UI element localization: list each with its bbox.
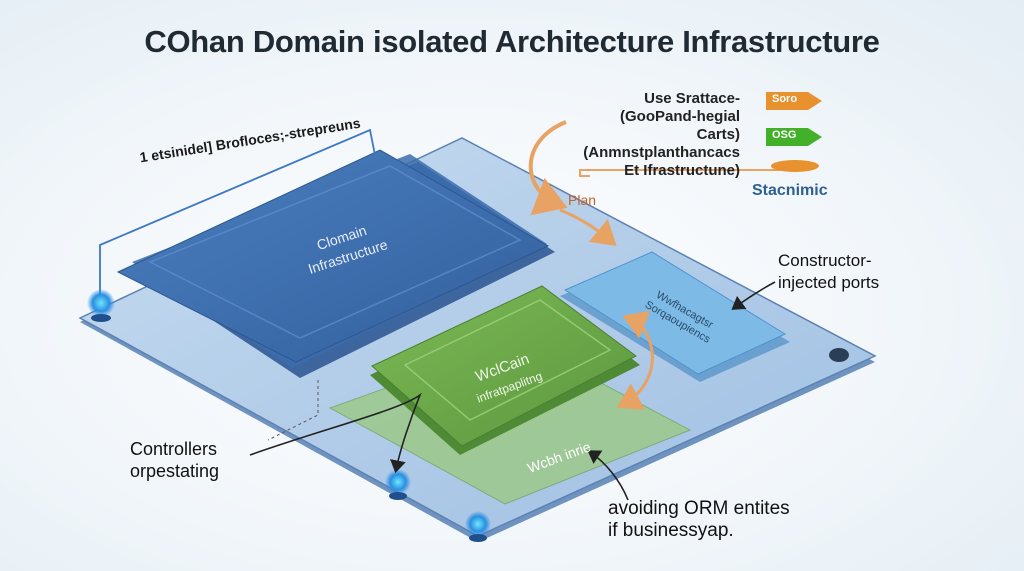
stacnimic-label: Stacnimic	[752, 182, 828, 199]
avoiding-line: if businessyap.	[608, 520, 734, 541]
constructor-line: injected ports	[778, 273, 880, 292]
controllers-label: Controllers orpestating	[130, 438, 219, 482]
glow-node	[385, 469, 411, 500]
glow-node	[465, 511, 491, 542]
pointer-arrow	[731, 281, 776, 310]
controllers-line: orpestating	[130, 461, 220, 481]
avoiding-line: avoiding ORM entites	[608, 498, 790, 519]
glow-node	[87, 289, 115, 322]
connector-dashed	[267, 380, 319, 441]
note-line: (GooPand-hegial Carts)	[620, 108, 740, 143]
page-title: COhan Domain isolated Architecture Infra…	[144, 24, 880, 59]
constructor-line: Constructor-	[778, 251, 872, 270]
badge-orange-label: Soro	[772, 93, 798, 105]
pointer-arrow	[249, 392, 422, 474]
top-right-notes: Use Srattace- (GooPand-hegial Carts) (An…	[580, 90, 740, 180]
domain-layer-stack	[116, 149, 555, 378]
avoiding-label: avoiding ORM entites if businessyap.	[608, 498, 790, 542]
orange-arrow	[622, 310, 651, 339]
orange-arrow	[528, 120, 568, 216]
orange-line	[579, 169, 790, 177]
connector-line	[99, 128, 376, 300]
ports-panel	[560, 251, 790, 382]
note-line: (Anmnstplanthancacs	[583, 144, 740, 161]
plan-label: Plan	[568, 192, 596, 208]
orange-arrow	[559, 208, 617, 246]
note-line: Use Srattace-	[644, 90, 740, 107]
pointer-arrow	[587, 450, 629, 501]
corner-screw	[829, 348, 849, 362]
note-line: Et Ifrastructune)	[624, 162, 740, 179]
controllers-line: Controllers	[130, 439, 218, 459]
top-left-label: 1 etsinidel] Brofloces;-strepreuns	[138, 115, 361, 166]
badge-green-label: OSG	[772, 129, 797, 141]
badge-green	[766, 128, 822, 146]
constructor-label: Constructor- injected ports	[778, 250, 879, 294]
orange-disc	[771, 160, 819, 172]
badge-orange	[766, 92, 822, 110]
